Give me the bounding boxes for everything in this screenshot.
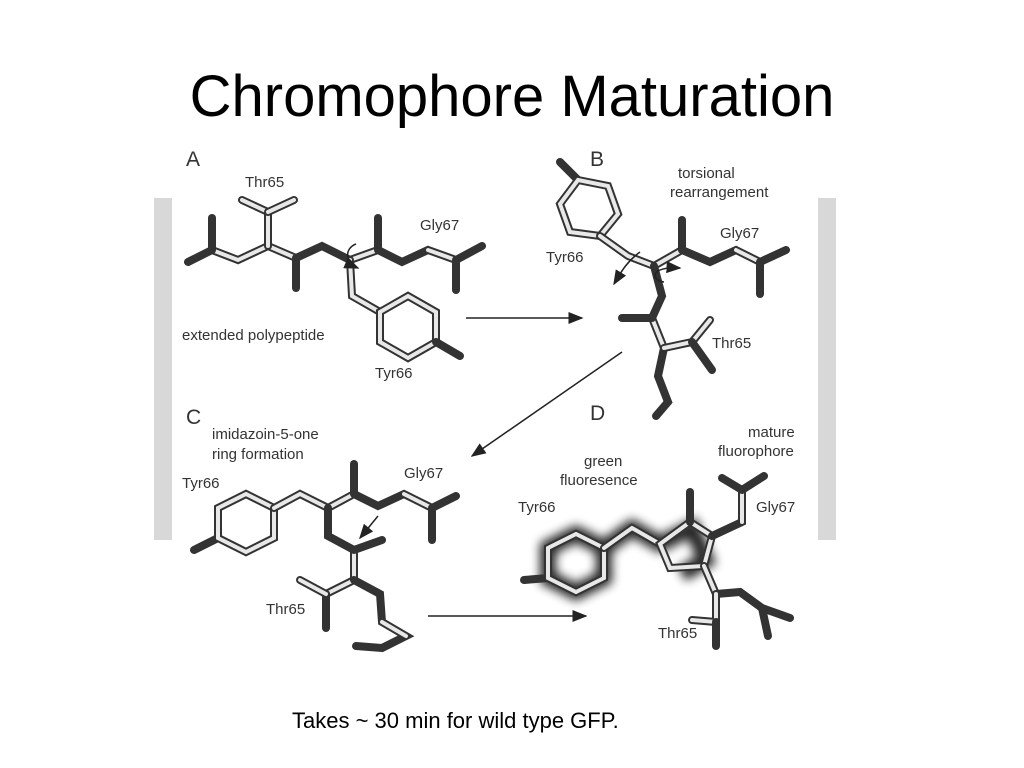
panel-d-mature-line1: mature xyxy=(748,424,795,441)
panel-a-thr65-label: Thr65 xyxy=(245,174,284,191)
panel-b-gly67-label: Gly67 xyxy=(720,225,759,242)
panel-b-tyr66-label: Tyr66 xyxy=(546,249,584,266)
right-side-bar xyxy=(818,198,836,540)
panel-c-thr65-label: Thr65 xyxy=(266,601,305,618)
panel-c-gly67-label: Gly67 xyxy=(404,465,443,482)
panel-c-tyr66-label: Tyr66 xyxy=(182,475,220,492)
panel-c-molecule xyxy=(190,460,460,653)
panel-d-green-line2: fluoresence xyxy=(560,472,638,489)
panel-b: B torsional rearrangement Gly67 Tyr66 Th… xyxy=(546,148,790,420)
panel-c-description-line1: imidazoin-5-one xyxy=(212,426,319,443)
arrow-b-to-c xyxy=(470,351,623,457)
panel-d-green-line1: green xyxy=(584,453,622,470)
panel-b-description-line2: rearrangement xyxy=(670,184,769,201)
panel-b-description-line1: torsional xyxy=(678,165,735,182)
caption: Takes ~ 30 min for wild type GFP. xyxy=(292,708,619,733)
panel-a-description: extended polypeptide xyxy=(182,327,325,344)
panel-d: D mature fluorophore green fluoresence T… xyxy=(518,402,795,650)
slide-title: Chromophore Maturation xyxy=(189,64,835,129)
panel-d-gly67-label: Gly67 xyxy=(756,499,795,516)
panel-d-mature-line2: fluorophore xyxy=(718,443,794,460)
panel-d-tyr66-label: Tyr66 xyxy=(518,499,556,516)
panel-a-gly67-label: Gly67 xyxy=(420,217,459,234)
panel-d-letter: D xyxy=(590,402,605,425)
panel-a-tyr66-label: Tyr66 xyxy=(375,365,413,382)
panel-a: A Thr65 Gly67 extended polypeptide Tyr66 xyxy=(182,148,486,382)
panel-b-thr65-label: Thr65 xyxy=(712,335,751,352)
left-side-bar xyxy=(154,198,172,540)
panel-c-letter: C xyxy=(186,406,201,429)
panel-b-letter: B xyxy=(590,148,604,171)
panel-b-molecule xyxy=(555,158,790,420)
panel-c: C imidazoin-5-one ring formation Gly67 T… xyxy=(182,406,460,653)
panel-c-description-line2: ring formation xyxy=(212,446,304,463)
panel-d-thr65-label: Thr65 xyxy=(658,625,697,642)
panel-a-letter: A xyxy=(186,148,200,171)
panel-a-molecule xyxy=(184,196,486,363)
panel-d-molecule xyxy=(520,472,794,650)
